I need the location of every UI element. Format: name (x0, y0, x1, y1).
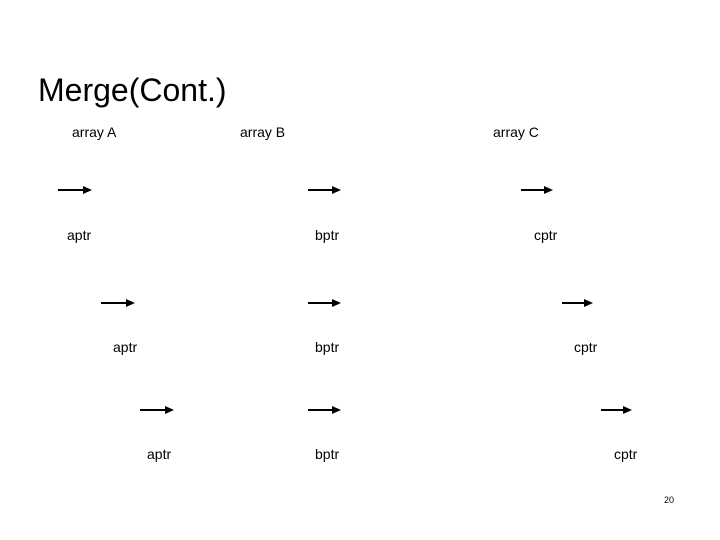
cptr-arrow-icon (521, 186, 553, 194)
aptr-arrow-icon (58, 186, 92, 194)
pointer-label-aptr: aptr (113, 339, 138, 355)
pointer-label-bptr: bptr (315, 446, 340, 462)
cptr-arrow-icon (601, 406, 632, 414)
bptr-arrow-icon (308, 406, 341, 414)
aptr-arrow-icon (101, 299, 135, 307)
page-title: Merge(Cont.) (38, 72, 227, 109)
pointer-label-cptr: cptr (534, 227, 558, 243)
pointer-label-bptr: bptr (315, 227, 340, 243)
bptr-arrow-icon (308, 186, 341, 194)
pointer-label-cptr: cptr (574, 339, 598, 355)
aptr-arrow-icon (140, 406, 174, 414)
pointer-label-bptr: bptr (315, 339, 340, 355)
cptr-arrow-icon (562, 299, 593, 307)
page-number: 20 (664, 495, 675, 505)
array-header-label: array A (72, 124, 117, 140)
pointer-label-cptr: cptr (614, 446, 638, 462)
pointer-label-aptr: aptr (67, 227, 92, 243)
array-header-label: array C (493, 124, 539, 140)
array-header-label: array B (240, 124, 286, 140)
pointer-label-aptr: aptr (147, 446, 172, 462)
bptr-arrow-icon (308, 299, 341, 307)
